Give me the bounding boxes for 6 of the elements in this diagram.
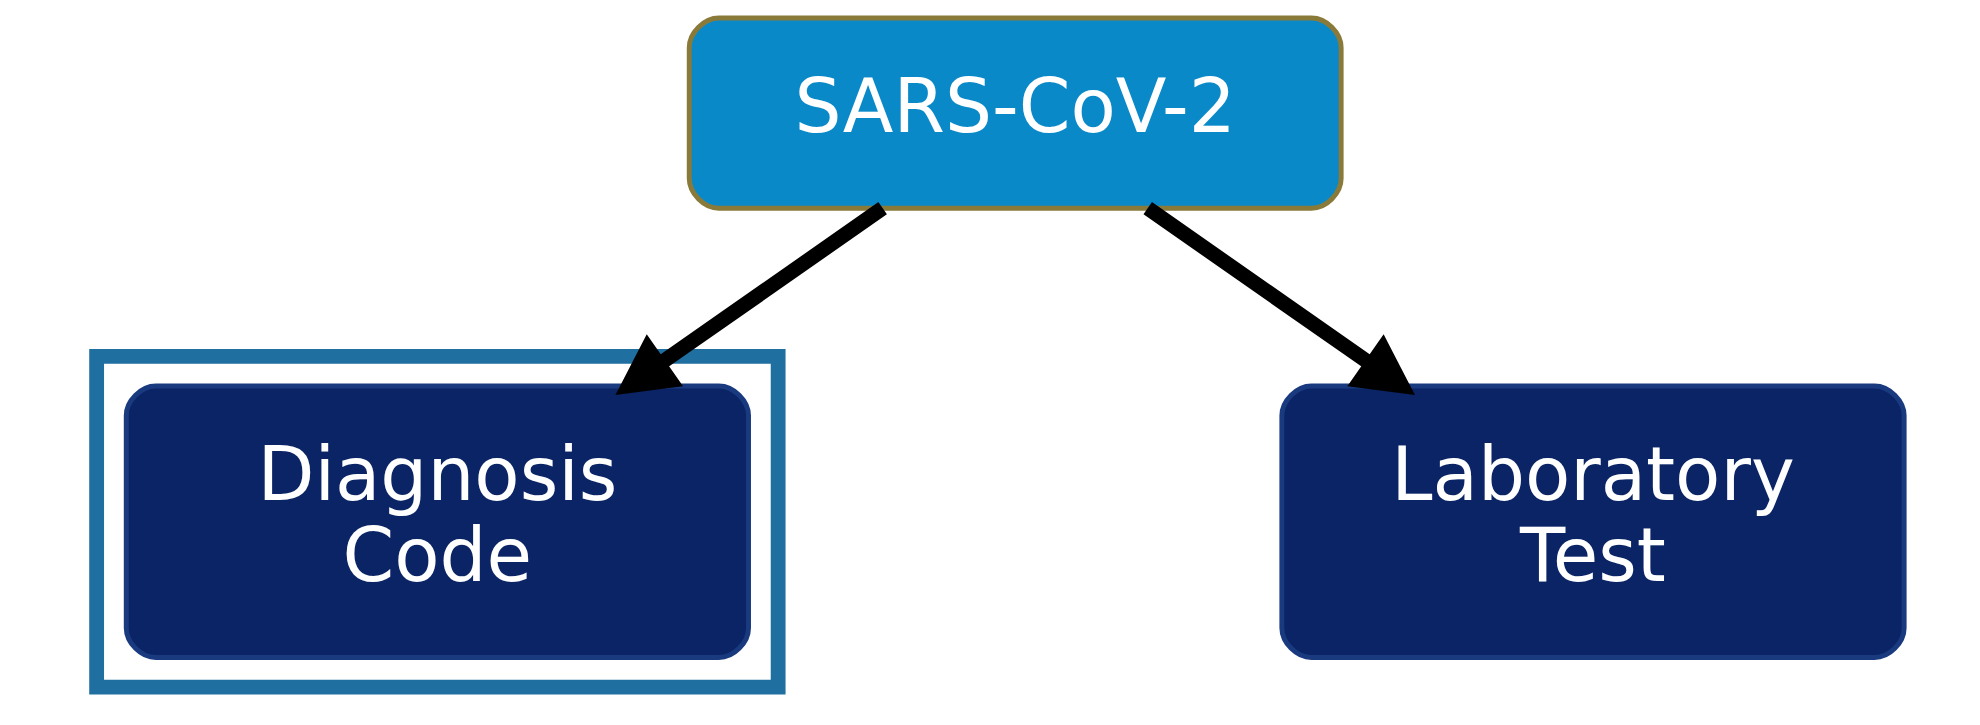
cluster <box>88 348 786 695</box>
node-box: Laboratory Test <box>1278 383 1907 661</box>
arrow <box>1143 202 1415 395</box>
node-box: SARS-CoV-2 <box>686 15 1344 211</box>
node-box: Diagnosis Code <box>123 383 751 661</box>
arrow <box>614 202 887 395</box>
